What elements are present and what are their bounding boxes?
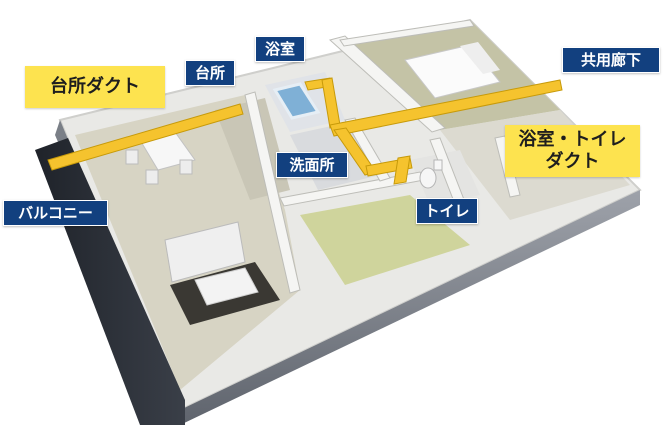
balcony-label: バルコニー [3,200,108,226]
bathroom-label: 浴室 [255,36,305,62]
bed [404,42,501,99]
bath-toilet-duct-line [304,77,563,185]
kitchen-label: 台所 [185,60,235,86]
toilet-label: トイレ [416,198,478,224]
toilet-fixture [419,159,443,189]
bath-toilet-duct-label: 浴室・トイレ ダクト [505,125,640,177]
common-corridor-label: 共用廊下 [562,47,660,73]
living-set [164,221,280,325]
bath-toilet-duct-label-line1: 浴室・トイレ [518,128,627,150]
kitchen-duct-line [47,103,244,171]
dining-set [125,131,196,185]
bathtub [272,82,321,120]
bath-toilet-duct-label-line2: ダクト [545,151,600,172]
kitchen-duct-label: 台所ダクト [25,66,165,108]
washroom-label: 洗面所 [276,152,348,178]
